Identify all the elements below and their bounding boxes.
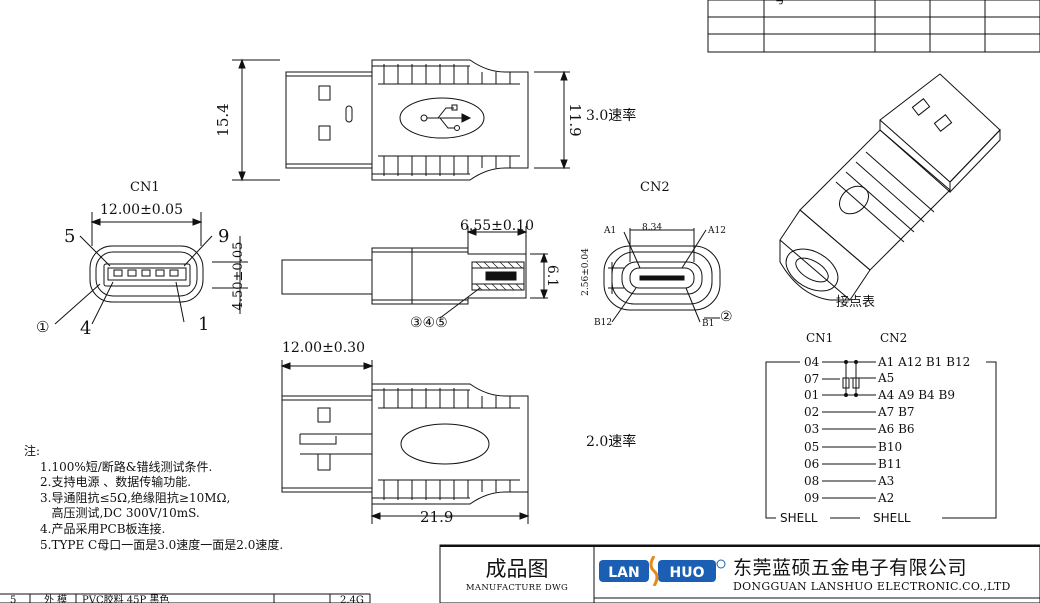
contact-row-right: B11 (878, 457, 902, 471)
contact-row-left: 09 (804, 491, 819, 505)
cn2-pin-circle: ② (720, 309, 733, 325)
company-name-en: DONGGUAN LANSHUO ELECTRONIC.CO.,LTD (733, 580, 1011, 593)
cn2-height-dim: 2.56±0.04 (581, 248, 591, 296)
contact-row-left: 08 (804, 474, 819, 488)
contact-cn2-header: CN2 (880, 331, 907, 345)
bom-item-qty: 2.4G (340, 595, 364, 603)
notes-heading: 注: (24, 444, 41, 458)
contact-row-left: 01 (804, 388, 819, 402)
dim-side-height: 6.1 (544, 265, 560, 287)
top-view-dimensions (232, 58, 570, 182)
contact-row-right: B10 (878, 440, 902, 454)
contact-row-left: 04 (804, 355, 820, 369)
drawing-type: 成品图 MANUFACTURE DWG (442, 553, 592, 593)
dim-side-plug: 6.55±0.10 (460, 218, 534, 234)
note-item: 3.导通阻抗≤5Ω,绝缘阻抗≥10MΩ, (40, 490, 231, 505)
side-view (281, 226, 548, 319)
contact-shell-right: SHELL (873, 511, 911, 525)
bottom-speed-label: 2.0速率 (586, 433, 636, 450)
cn2-title: CN2 (640, 180, 670, 195)
logo-text-right: HUO (670, 565, 705, 581)
contact-table-title: 接点表 (836, 294, 875, 310)
cn2-width-dim: 8.34 (642, 223, 662, 233)
drawing-type-en: MANUFACTURE DWG (465, 583, 569, 593)
company-name: 东莞蓝硕五金电子有限公司 DONGGUAN LANSHUO ELECTRONIC… (733, 553, 1011, 593)
cn1-title: CN1 (130, 180, 160, 195)
title-block (439, 544, 1040, 603)
revision-table (707, 0, 1040, 53)
notes-block: 注: 1.100%短/断路&错线测试条件. 2.支持电源 、数据传输功能. 3.… (24, 444, 283, 553)
contact-row-right: A7 B7 (877, 405, 915, 419)
bom-item-spec: PVC胶料 45P 黑色 (82, 593, 169, 603)
bottom-view-dimensions (280, 360, 530, 524)
contact-row-left: 03 (804, 422, 819, 436)
bom-item-no: 5 (10, 595, 16, 603)
contact-row-left: 06 (804, 457, 819, 471)
contact-row-left: 02 (804, 405, 819, 419)
note-item: 高压测试,DC 300V/10mS. (40, 506, 200, 521)
dim-top-height: 15.4 (214, 103, 232, 136)
dim-top-right: 11.9 (566, 103, 584, 136)
top-speed-label: 3.0速率 (586, 107, 636, 124)
cn1-width-dim: 12.00±0.05 (100, 202, 183, 218)
note-item: 2.支持电源 、数据传输功能. (40, 475, 192, 490)
drawing-type-cn: 成品图 (485, 557, 549, 581)
revision-cell: 号 (774, 0, 785, 6)
contact-row-right: A4 A9 B4 B9 (877, 388, 955, 402)
contact-wiring (765, 360, 997, 519)
contact-row-right: A5 (877, 371, 894, 385)
cn2-pin-a12: A12 (707, 226, 726, 236)
perspective-view (779, 73, 1001, 301)
dim-bottom-length: 21.9 (420, 508, 453, 526)
bottom-view-usb2 (281, 383, 529, 505)
cn1-pin-5: 5 (64, 226, 75, 247)
logo-text-left: LAN (608, 565, 639, 581)
note-item: 4.产品采用PCB板连接. (40, 521, 166, 536)
contact-row-left: 05 (804, 440, 819, 454)
contact-row-right: A1 A12 B1 B12 (877, 355, 970, 369)
note-item: 5.TYPE C母口一面是3.0速度一面是2.0速度. (40, 537, 284, 552)
cn2-front-view (603, 228, 721, 323)
cn1-height-dim: 4.50±0.05 (231, 242, 246, 311)
bom-table-fragment (0, 593, 371, 603)
contact-row-right: A6 B6 (877, 422, 915, 436)
side-pins-label: ③④⑤ (410, 315, 448, 331)
company-logo: LAN HUO (599, 556, 726, 586)
cn1-pin-circle: ① (36, 318, 49, 336)
contact-shell-left: SHELL (780, 511, 818, 525)
dim-bottom-width: 12.00±0.30 (282, 340, 365, 356)
contact-row-left: 07 (804, 372, 819, 386)
cn2-pin-b12: B12 (594, 318, 612, 328)
note-item: 1.100%短/断路&错线测试条件. (40, 459, 213, 474)
cn2-pin-b1: B1 (702, 319, 714, 329)
cn1-pin-9: 9 (218, 226, 229, 247)
cn1-pin-4: 4 (80, 318, 91, 339)
contact-cn1-header: CN1 (806, 331, 833, 345)
contact-row-right: A3 (877, 474, 894, 488)
contact-row-right: A2 (877, 491, 894, 505)
cn1-pin-1: 1 (198, 314, 209, 335)
cn2-pin-a1: A1 (603, 226, 616, 236)
top-view-usb3 (285, 59, 529, 181)
company-name-cn: 东莞蓝硕五金电子有限公司 (733, 557, 968, 579)
cn1-front-view (54, 212, 248, 325)
drawing-labels: 号 15.4 11.9 3.0速率 CN1 12.00±0.05 4.50±0.… (10, 0, 970, 603)
bom-item-name: 外 模 (44, 594, 67, 603)
